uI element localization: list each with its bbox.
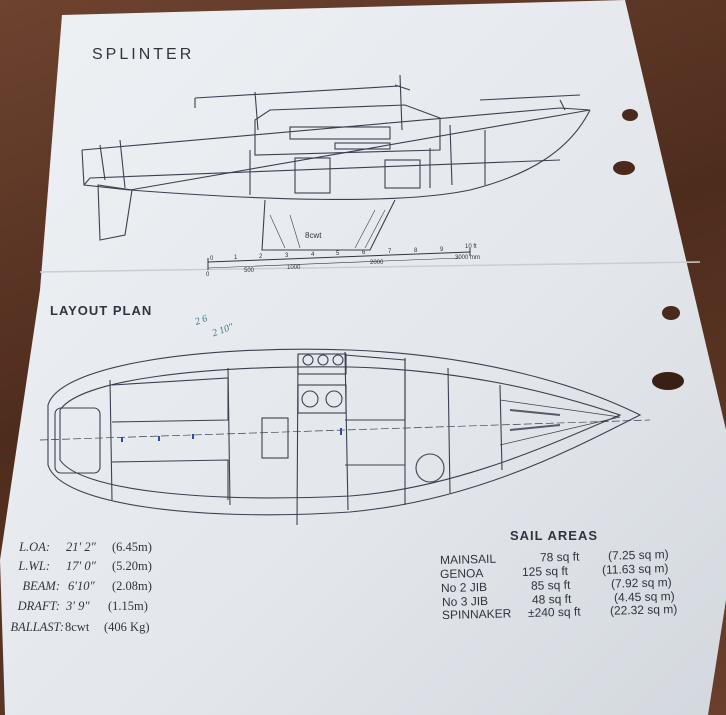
dimension-row: BALLAST: 8cwt (406 Kg) — [0, 620, 230, 640]
sail-area-sqft: 78 sq ft — [539, 549, 580, 565]
binder-hole — [652, 372, 684, 390]
dimension-metric: (406 Kg) — [104, 620, 150, 634]
dimension-imperial: 8cwt — [65, 620, 90, 634]
scale-ft-label: 2 — [259, 254, 263, 260]
scale-ft-label: 3 — [285, 253, 289, 259]
binder-hole — [622, 109, 638, 121]
dimension-imperial: 17′ 0″ — [66, 559, 96, 573]
layout-plan-heading: LAYOUT PLAN — [50, 303, 153, 318]
boat-name-title: SPLINTER — [92, 46, 195, 63]
dimension-imperial: 21′ 2″ — [66, 540, 96, 554]
ballast-label: 8cwt — [305, 231, 322, 240]
dimension-label: BALLAST: — [10, 620, 65, 634]
dimension-metric: (1.15m) — [108, 599, 148, 613]
sail-area-sqm: (22.32 sq m) — [609, 601, 678, 618]
sail-area-sqft: ±240 sq ft — [527, 604, 581, 620]
scale-ft-label: 9 — [440, 247, 444, 253]
scale-ft-label: 7 — [388, 249, 392, 255]
dimension-row: L.WL: 17′ 0″ (5.20m) — [0, 559, 230, 579]
sail-name: MAINSAIL — [439, 551, 497, 568]
dimension-label: DRAFT: — [17, 599, 60, 613]
dimension-label: L.WL: — [18, 559, 50, 573]
sail-name: No 2 JIB — [440, 579, 488, 596]
scale-ft-label: 10 ft — [465, 244, 477, 250]
dimension-label: L.OA: — [19, 540, 50, 554]
scale-mm-label: 500 — [244, 268, 255, 274]
sail-name: SPINNAKER — [441, 606, 512, 623]
sail-areas-heading: SAIL AREAS — [510, 528, 599, 543]
binder-hole — [613, 161, 635, 175]
dimension-imperial: 3′ 9″ — [66, 599, 90, 613]
scale-mm-label: 3000 mm — [455, 255, 481, 261]
dimension-row: BEAM: 6′10″ (2.08m) — [0, 579, 230, 599]
scale-ft-label: 6 — [362, 250, 366, 256]
scale-ft-label: 4 — [311, 252, 315, 258]
dimension-row: DRAFT: 3′ 9″ (1.15m) — [0, 599, 230, 619]
dimension-metric: (6.45m) — [112, 540, 152, 554]
dimension-row: L.OA: 21′ 2″ (6.45m) — [0, 540, 230, 560]
scale-ft-label: 1 — [234, 255, 238, 261]
dimension-metric: (2.08m) — [112, 579, 152, 593]
sail-area-sqft: 125 sq ft — [521, 563, 569, 579]
scale-ft-label: 5 — [336, 251, 340, 257]
scale-ft-label: 8 — [414, 248, 418, 254]
scale-bar — [207, 248, 471, 270]
scale-ft-label: 0 — [210, 256, 214, 262]
binder-hole — [662, 306, 680, 320]
sail-name: GENOA — [439, 566, 484, 582]
dimension-label: BEAM: — [22, 579, 60, 593]
dimension-metric: (5.20m) — [112, 559, 152, 573]
dimension-imperial: 6′10″ — [68, 579, 95, 593]
sail-area-sqft: 85 sq ft — [530, 577, 571, 593]
scale-mm-label: 1000 — [287, 265, 301, 271]
scale-mm-label: 0 — [206, 272, 210, 278]
scale-mm-label: 2000 — [370, 260, 384, 266]
